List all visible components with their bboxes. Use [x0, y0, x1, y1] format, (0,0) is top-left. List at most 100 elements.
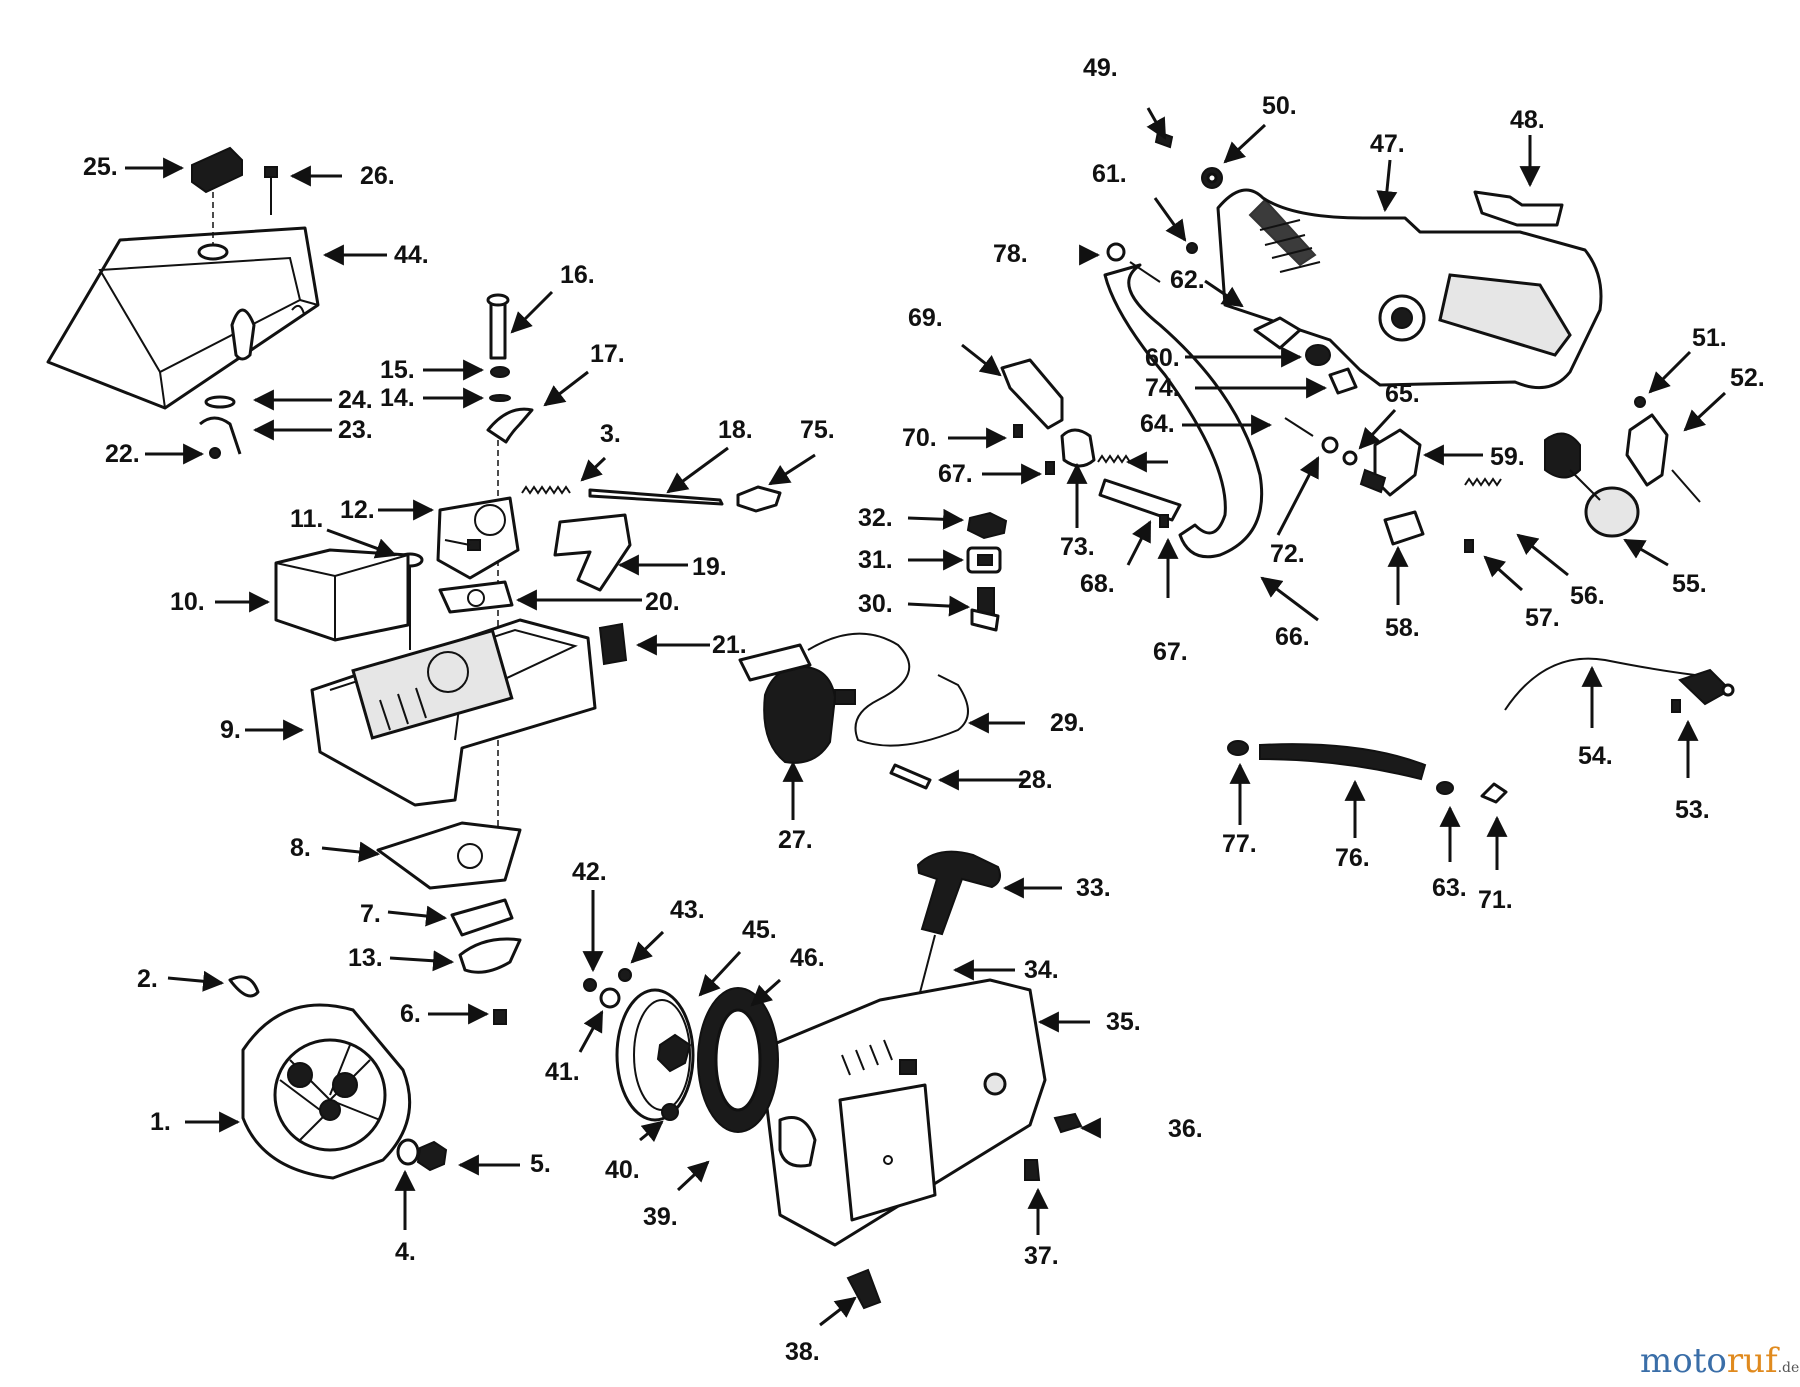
label-part-44: 44. — [394, 241, 429, 269]
part-52 — [1625, 413, 1669, 487]
label-part-57: 57. — [1525, 604, 1560, 632]
screw-51-part — [1634, 396, 1646, 408]
washer-41-part — [599, 987, 621, 1009]
screw-43-part — [618, 968, 632, 982]
carburetor-part — [436, 496, 520, 580]
label-part-56: 56. — [1570, 582, 1605, 610]
label-part-34: 34. — [1024, 956, 1059, 984]
washer-72-part — [1321, 436, 1339, 454]
knob-55-part — [1544, 432, 1640, 538]
label-part-59: 59. — [1490, 443, 1525, 471]
trigger-lock-48-part — [1473, 190, 1564, 227]
label-part-1: 1. — [150, 1108, 171, 1136]
screw-67a-part — [1045, 461, 1055, 475]
air-filter-part — [274, 548, 410, 642]
bulb-75-part — [736, 485, 782, 513]
label-part-65: 65. — [1385, 380, 1420, 408]
screw-64-part — [1284, 417, 1314, 437]
label-part-73: 73. — [1060, 533, 1095, 561]
label-part-19: 19. — [692, 553, 727, 581]
label-part-7: 7. — [360, 900, 381, 928]
label-part-9: 9. — [220, 716, 241, 744]
manifold-19-part — [553, 513, 632, 592]
screw-28-part — [889, 763, 932, 790]
bolt-stack-part — [486, 293, 534, 444]
label-part-50: 50. — [1262, 92, 1297, 120]
washer-4-part — [396, 1138, 420, 1166]
label-part-66: 66. — [1275, 623, 1310, 651]
label-part-68: 68. — [1080, 570, 1115, 598]
fuel-line-18-part — [588, 488, 724, 506]
flywheel-part — [241, 1003, 412, 1180]
label-part-70: 70. — [902, 424, 937, 452]
plate-58-part — [1383, 510, 1425, 546]
bushing-60-part — [1305, 344, 1331, 366]
label-part-30: 30. — [858, 590, 893, 618]
screw-36-part — [1053, 1112, 1083, 1134]
label-part-26: 26. — [360, 162, 395, 190]
label-part-31: 31. — [858, 546, 893, 574]
label-part-24: 24. — [338, 386, 373, 414]
part-number-labels: 1. 2. 3. 4. 5. 6. 7. 8. 9. 10. 11. 12. 1… — [83, 54, 1765, 1366]
label-part-38: 38. — [785, 1338, 820, 1366]
label-part-51: 51. — [1692, 324, 1727, 352]
starter-handle-part — [916, 850, 1001, 936]
label-part-40: 40. — [605, 1156, 640, 1184]
spring-3-part — [521, 485, 571, 495]
label-part-10: 10. — [170, 588, 205, 616]
label-part-52: 52. — [1730, 364, 1765, 392]
filter-71-part — [1480, 782, 1508, 804]
plate-13-part — [458, 937, 522, 974]
screw-57-part — [1464, 539, 1474, 553]
label-part-55: 55. — [1672, 570, 1707, 598]
label-part-18: 18. — [718, 416, 753, 444]
screw-6-part — [493, 1009, 507, 1025]
label-part-25: 25. — [83, 153, 118, 181]
label-part-35: 35. — [1106, 1008, 1141, 1036]
label-part-75: 75. — [800, 416, 835, 444]
label-part-67b: 67. — [1153, 638, 1188, 666]
label-part-54: 54. — [1578, 742, 1613, 770]
bracket-23-part — [199, 416, 242, 455]
label-part-63: 63. — [1432, 874, 1467, 902]
label-part-42: 42. — [572, 858, 607, 886]
label-part-39: 39. — [643, 1203, 678, 1231]
label-part-60: 60. — [1145, 344, 1180, 372]
label-part-5: 5. — [530, 1150, 551, 1178]
watermark-suffix: .de — [1778, 1360, 1800, 1376]
grommet-63-part — [1436, 781, 1454, 795]
nut-32-part — [966, 511, 1008, 540]
carb-box-part — [310, 618, 597, 807]
block-21-part — [598, 622, 628, 666]
label-part-46: 46. — [790, 944, 825, 972]
plug-30-part — [970, 587, 1000, 632]
label-part-53: 53. — [1675, 796, 1710, 824]
label-part-28: 28. — [1018, 766, 1053, 794]
pulley-45-part — [615, 988, 695, 1122]
label-part-22: 22. — [105, 440, 140, 468]
screw-22-part — [209, 447, 221, 459]
label-part-12: 12. — [340, 496, 375, 524]
label-part-45: 45. — [742, 916, 777, 944]
label-part-36: 36. — [1168, 1115, 1203, 1143]
label-part-58: 58. — [1385, 614, 1420, 642]
label-part-76: 76. — [1335, 844, 1370, 872]
plate-7-part — [450, 898, 514, 937]
watermark-brand-b: ruf — [1727, 1341, 1780, 1381]
label-part-2: 2. — [137, 965, 158, 993]
handle-bar-66-part — [1103, 263, 1264, 559]
screw-37-part — [1024, 1159, 1041, 1181]
hose-76-part — [1259, 743, 1427, 781]
fuel-cap-part — [191, 146, 243, 194]
label-part-4: 4. — [395, 1238, 416, 1266]
label-part-21: 21. — [712, 631, 747, 659]
label-part-13: 13. — [348, 944, 383, 972]
plate-62-part — [1253, 316, 1302, 350]
label-part-14: 14. — [380, 384, 415, 412]
recoil-spring-46-part — [697, 987, 779, 1133]
label-part-32: 32. — [858, 504, 893, 532]
label-part-78: 78. — [993, 240, 1028, 268]
cable-54-part — [1504, 657, 1716, 711]
label-part-16: 16. — [560, 261, 595, 289]
label-part-15: 15. — [380, 356, 415, 384]
